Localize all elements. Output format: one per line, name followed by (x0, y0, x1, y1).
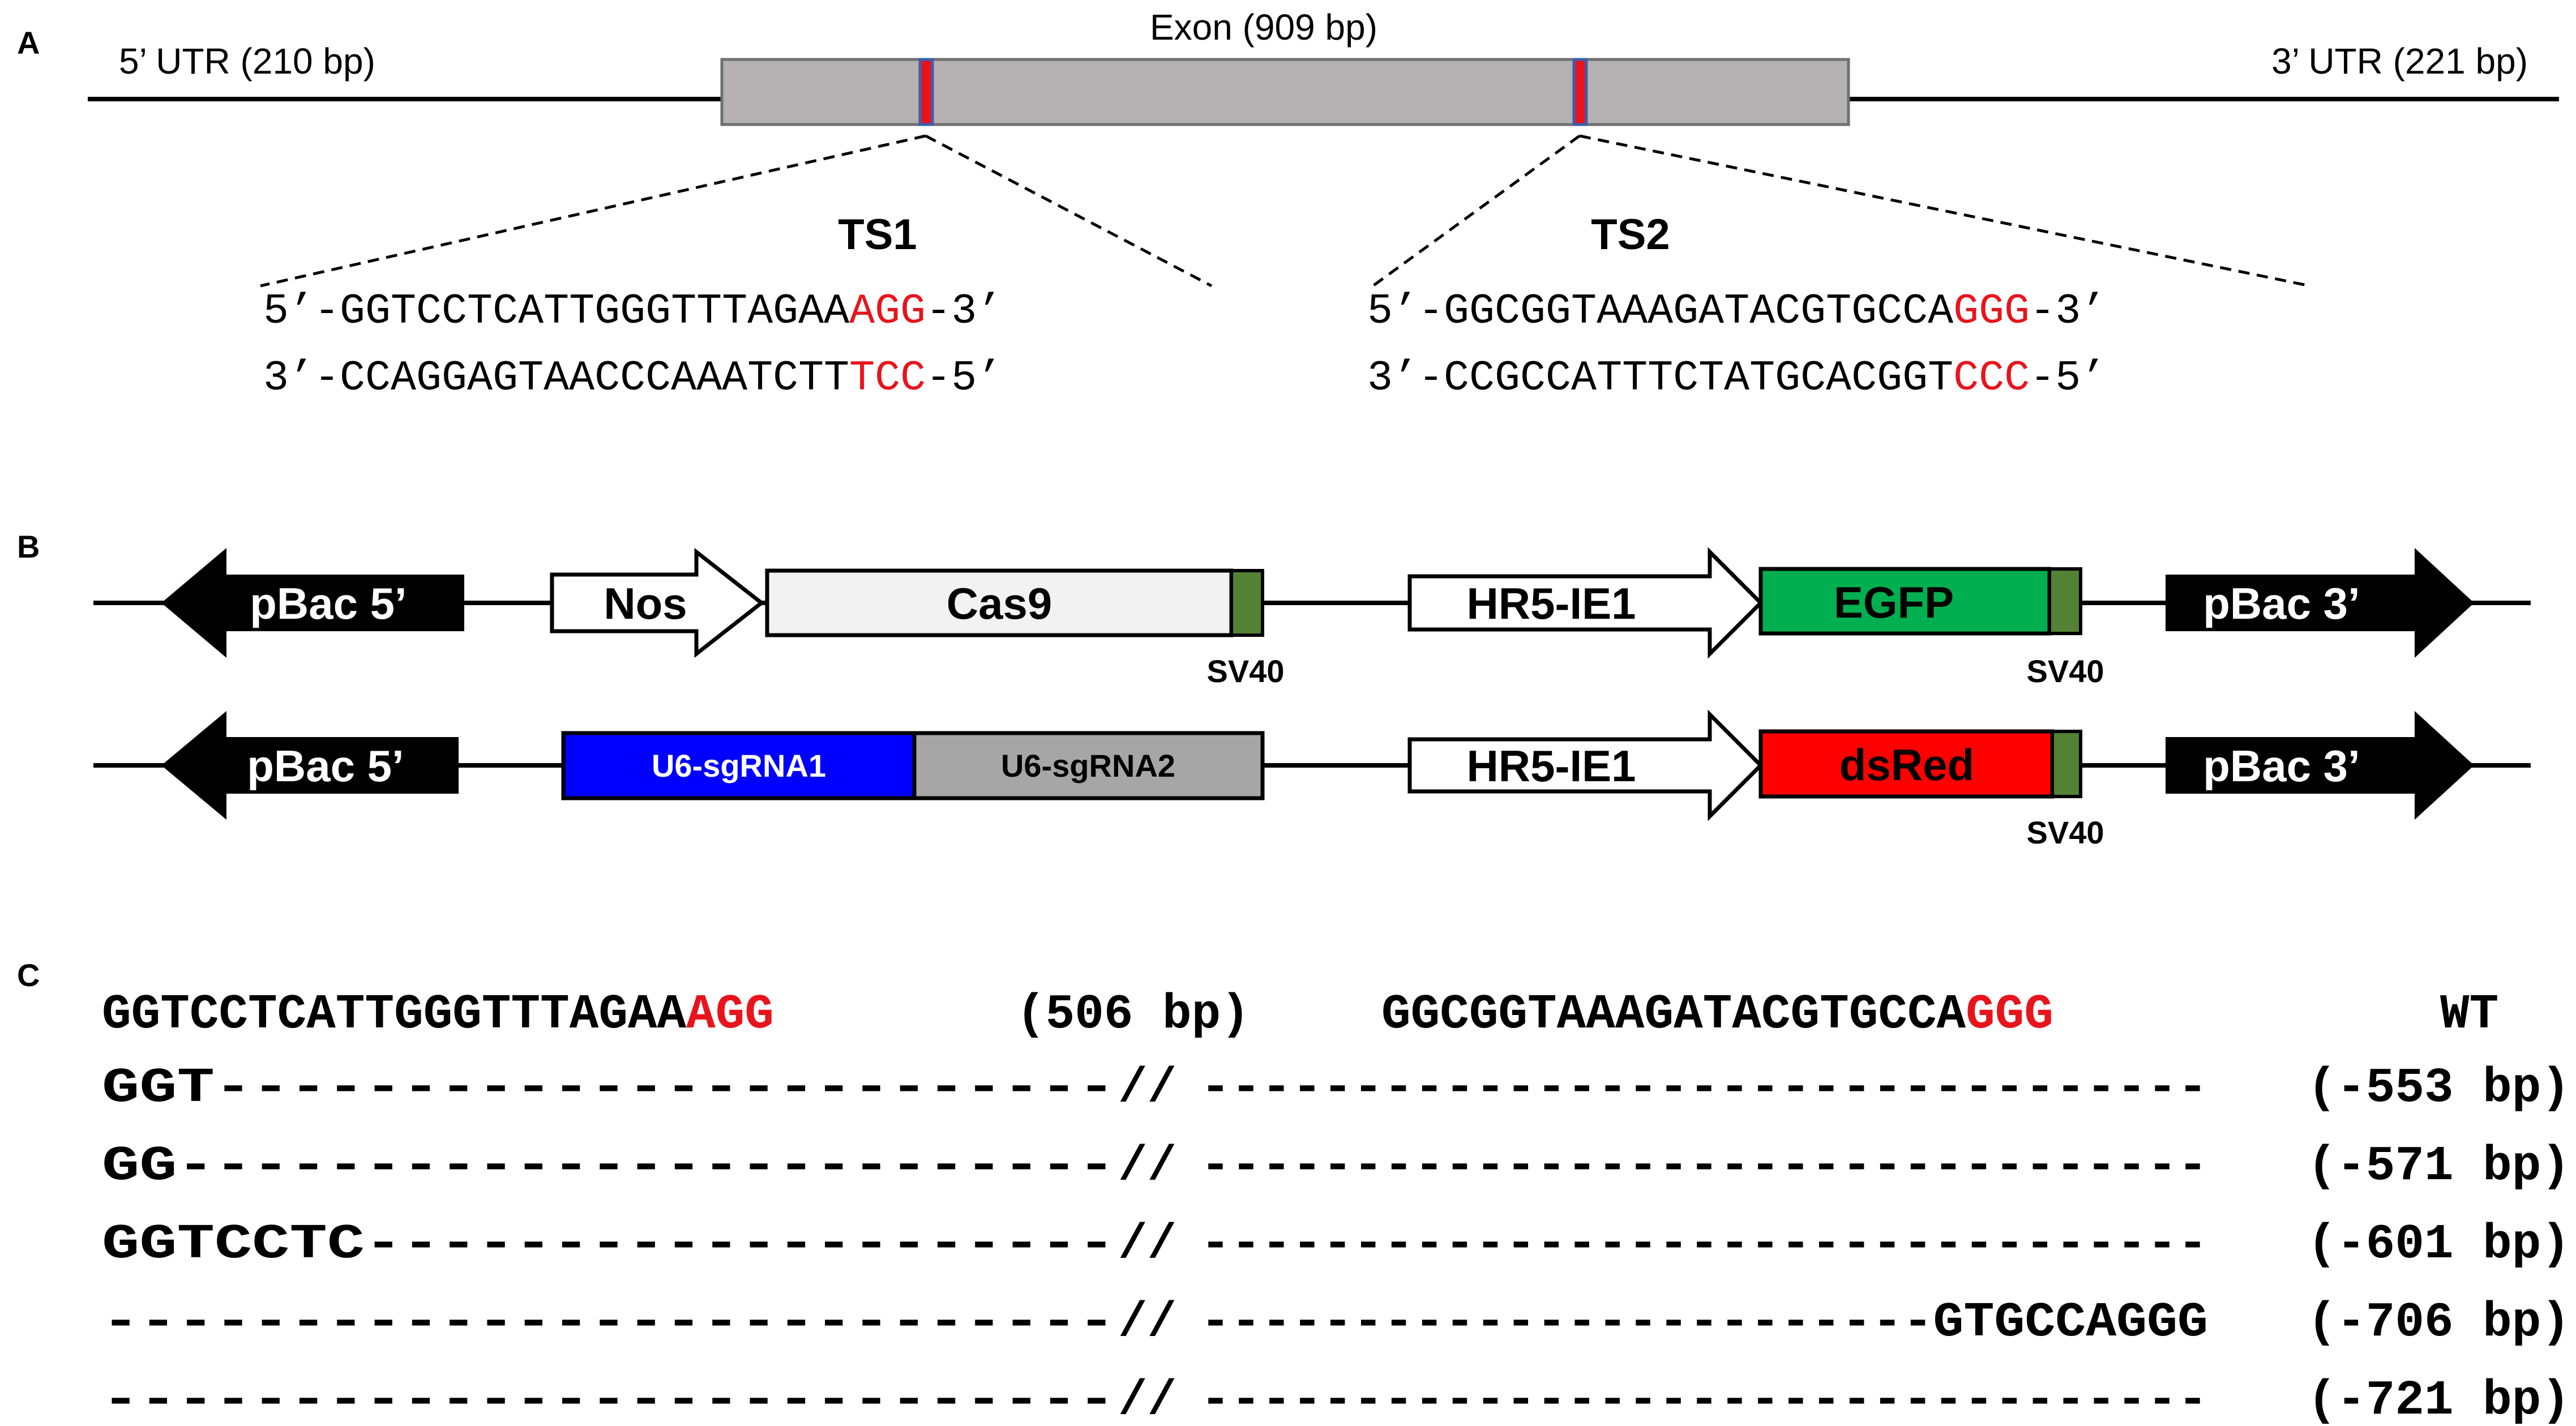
u6-sgrna1-label: U6-sgRNA1 (652, 748, 826, 783)
deletion-size: (-601 bp) (2308, 1217, 2570, 1272)
deletion-size: (-721 bp) (2308, 1373, 2570, 1426)
ts2-site-mark (1572, 58, 1588, 126)
sv40-label-3: SV40 (2027, 815, 2104, 850)
nos-label: Nos (604, 579, 687, 628)
mutant-right-sequence: --------------------------------- (1200, 1138, 2208, 1194)
mutant-separator: // (1118, 1295, 1176, 1350)
ts1-title: TS1 (838, 211, 917, 259)
wt-tag: WT (2440, 987, 2498, 1042)
wt-left-sequence: GGTCCTCATTGGGTTTAGAAAGG (102, 987, 774, 1042)
mutant-left-sequence: GG------------------------- (102, 1138, 1115, 1194)
egfp-label: EGFP (1834, 577, 1954, 627)
pbac5-arrow-2 (161, 711, 459, 820)
mutant-row: GG------------------------- // ---------… (102, 1138, 2570, 1194)
wt-gap-length: (506 bp) (1016, 987, 1250, 1042)
panel-b: B pBac 5’ Nos Cas9 SV40 HR5-IE1 EGFP SV4… (17, 529, 2531, 850)
mutant-row: --------------------------- // ---------… (102, 1373, 2570, 1426)
wt-row: GGTCCTCATTGGGTTTAGAAAGG (506 bp) GGCGGTA… (102, 987, 2498, 1042)
hr5-ie1-label-2: HR5-IE1 (1466, 741, 1636, 791)
dsred-label: dsRed (1839, 740, 1974, 790)
panel-a-label: A (17, 25, 40, 61)
panel-b-label: B (17, 529, 40, 564)
construct-sgrna: pBac 5’ U6-sgRNA1 U6-sgRNA2 HR5-IE1 dsRe… (93, 709, 2531, 850)
u6-sgrna1-box (561, 731, 917, 800)
mutant-left-sequence: GGT------------------------ (102, 1060, 1115, 1116)
mutant-separator: // (1118, 1373, 1176, 1426)
mutant-row: GGT------------------------ // ---------… (102, 1060, 2570, 1116)
mutant-left-sequence: --------------------------- (102, 1373, 1115, 1426)
cas9-label: Cas9 (947, 579, 1052, 628)
exon-label: Exon (909 bp) (1150, 7, 1377, 48)
construct-cas9: pBac 5’ Nos Cas9 SV40 HR5-IE1 EGFP SV40 … (93, 547, 2531, 689)
panel-c: C GGTCCTCATTGGGTTTAGAAAGG (506 bp) GGCGG… (17, 957, 2570, 1426)
u6-sgrna2-label: U6-sgRNA2 (1001, 748, 1175, 783)
panel-c-label: C (17, 957, 40, 993)
ts1-zoom-left (260, 134, 926, 288)
ts2-title: TS2 (1591, 211, 1670, 259)
ts2-zoom-left (1372, 134, 1581, 288)
mutant-separator: // (1118, 1060, 1176, 1116)
sv40-box-2 (2048, 567, 2082, 635)
mutant-separator: // (1118, 1217, 1176, 1272)
ts1-bottom-strand: 3’-CCAGGAGTAACCCAAATCTTTCC-5’ (263, 354, 1002, 402)
sv40-box-1 (1230, 569, 1264, 637)
mutant-right-sequence: --------------------------------- (1200, 1373, 2208, 1426)
pbac5-label: pBac 5’ (250, 579, 406, 628)
exon-box (720, 58, 1850, 126)
hr5-ie1-arrow-2 (1407, 709, 1764, 821)
mutant-row: GGTCCTC-------------------- // ---------… (102, 1217, 2570, 1272)
sv40-label-2: SV40 (2027, 653, 2104, 689)
mutant-left-sequence: --------------------------- (102, 1295, 1115, 1350)
panel-a: A 5’ UTR (210 bp) Exon (909 bp) 3’ UTR (… (17, 7, 2559, 402)
utr5-label: 5’ UTR (210 bp) (119, 41, 375, 82)
hr5-ie1-arrow-1 (1407, 547, 1764, 659)
wt-right-sequence: GGCGGTAAAGATACGTGCCAGGG (1381, 987, 2053, 1042)
egfp-box (1758, 567, 2052, 636)
hr5-ie1-label-1: HR5-IE1 (1466, 579, 1636, 628)
deletion-size: (-706 bp) (2308, 1295, 2570, 1350)
pbac5-arrow (161, 548, 464, 658)
pbac3-arrow-2 (2166, 711, 2474, 820)
mutant-right-sequence: ------------------------GTGCCAGGG (1200, 1295, 2208, 1350)
ts2-zoom-right (1579, 134, 2310, 288)
pbac5-label-2: pBac 5’ (247, 741, 404, 791)
nos-promoter-arrow (550, 547, 765, 658)
ts1-site-mark (918, 58, 934, 126)
deletion-size: (-553 bp) (2308, 1060, 2570, 1116)
mutant-row: --------------------------- // ---------… (102, 1295, 2570, 1350)
mutant-left-sequence: GGTCCTC-------------------- (102, 1217, 1115, 1272)
mutant-separator: // (1118, 1138, 1176, 1194)
pbac3-arrow (2166, 548, 2474, 658)
ts1-top-strand: 5’-GGTCCTCATTGGGTTTAGAAAGG-3’ (263, 288, 1002, 336)
pbac3-label: pBac 3’ (2203, 579, 2360, 628)
u6-sgrna2-box (912, 731, 1265, 800)
pbac3-label-2: pBac 3’ (2203, 741, 2360, 791)
ts1-zoom-right (925, 134, 1213, 288)
mutant-right-sequence: --------------------------------- (1200, 1060, 2208, 1116)
deletion-size: (-571 bp) (2308, 1138, 2570, 1194)
utr3-label: 3’ UTR (221 bp) (2271, 41, 2528, 82)
ts2-bottom-strand: 3’-CCGCCATTTCTATGCACGGTCCC-5’ (1367, 354, 2106, 402)
mutant-right-sequence: --------------------------------- (1200, 1217, 2208, 1272)
ts2-top-strand: 5’-GGCGGTAAAGATACGTGCCAGGG-3’ (1367, 288, 2106, 336)
cas9-box (765, 568, 1234, 637)
sv40-label-1: SV40 (1207, 653, 1285, 689)
sv40-box-3 (2051, 730, 2082, 798)
